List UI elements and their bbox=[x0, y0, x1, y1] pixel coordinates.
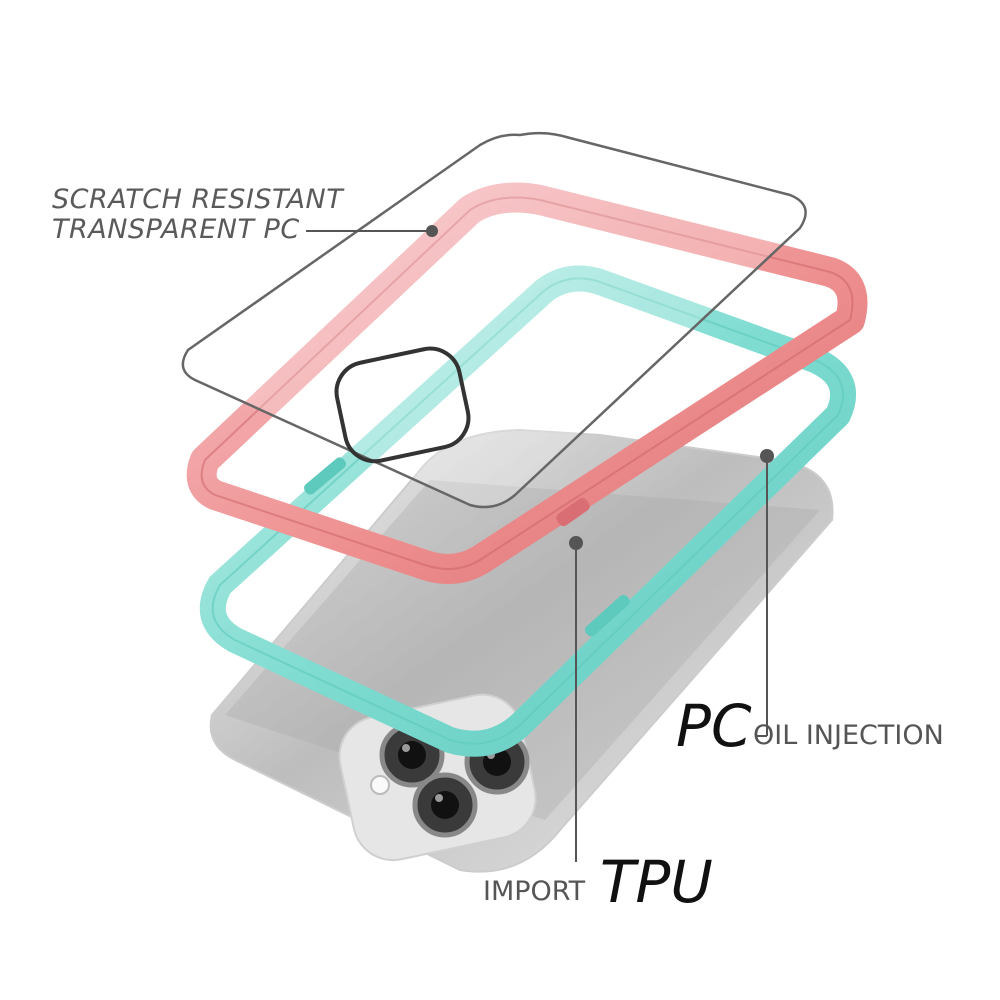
callout-oil-injection: OIL INJECTION bbox=[753, 720, 944, 751]
callout-pc-top-line bbox=[306, 225, 438, 237]
callout-tpu-heading: TPU bbox=[600, 848, 713, 916]
tpu-frame bbox=[199, 265, 856, 757]
flash-icon bbox=[370, 775, 390, 795]
callout-tpu-line bbox=[569, 536, 583, 862]
camera-lens-3 bbox=[412, 772, 478, 838]
callout-oil-injection-line bbox=[756, 449, 774, 737]
camera-cutout bbox=[334, 346, 471, 464]
pc-frame bbox=[186, 182, 868, 584]
camera-lens-1 bbox=[379, 722, 445, 788]
callout-scratch-resistant: SCRATCH RESISTANT bbox=[52, 184, 344, 215]
callout-transparent-pc: TRANSPARENT PC bbox=[52, 214, 300, 245]
transparent-back-panel bbox=[181, 131, 807, 509]
callout-import: IMPORT bbox=[483, 876, 586, 907]
callout-pc-heading: PC bbox=[676, 692, 752, 760]
